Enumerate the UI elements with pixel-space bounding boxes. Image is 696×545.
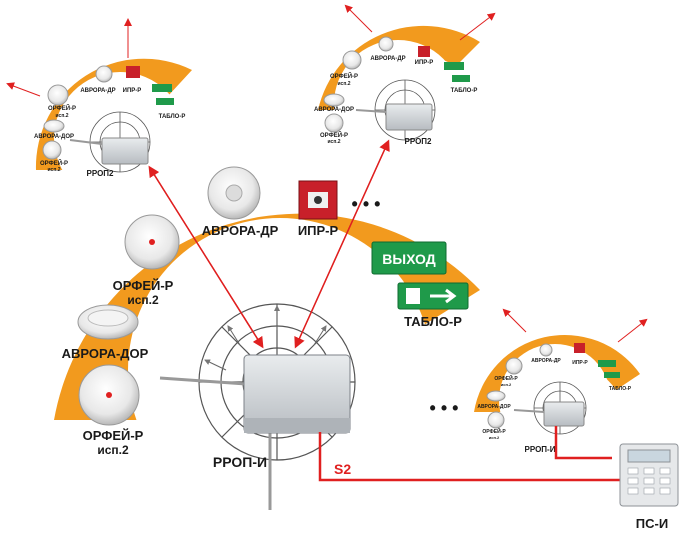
manual-call-point-ipr-r xyxy=(298,180,338,220)
label-orfey-r-bottom: ОРФЕЙ-Р xyxy=(83,428,144,443)
sub-small-label-orfey-r: ОРФЕЙ-Р xyxy=(494,374,518,382)
main-controller-device xyxy=(159,354,351,510)
sub-small-label-aurora-dr: АВРОРА-ДР xyxy=(531,358,561,364)
label-orfey-r-bottom-sub: исп.2 xyxy=(97,443,129,457)
panel-label: ПС-И xyxy=(636,516,668,531)
sub-left-controller: РРОП2 xyxy=(87,169,115,178)
sub-small-label-orfey-r-sub: исп.2 xyxy=(501,382,512,387)
exit-sign-text: ВЫХОД xyxy=(382,251,435,267)
sub-small-label-ipr-r: ИПР-Р xyxy=(572,360,588,366)
label-orfey-r-top: ОРФЕЙ-Р xyxy=(113,278,174,293)
label-main-controller: РРОП-И xyxy=(213,454,267,470)
sub-left-label-tablo-r: ТАБЛО-Р xyxy=(159,114,186,120)
sub-right-label-orfey-r-sub: исп.2 xyxy=(337,81,350,87)
smoke-detector-aurora-dr xyxy=(207,166,261,220)
label-tablo-r: ТАБЛО-Р xyxy=(404,314,462,329)
subsystem-left: АВРОРА-ДР ИПР-Р ОРФЕЙ-Р исп.2 АВРОРА-ДОР… xyxy=(6,18,192,204)
sub-left-label-aurora-dor: АВРОРА-ДОР xyxy=(34,134,74,140)
detector-orfey-r-top xyxy=(124,214,180,270)
sub-small-label-tablo-r: ТАБЛО-Р xyxy=(609,386,632,392)
tablo-r-sign xyxy=(397,282,469,310)
sub-right-label-aurora-dor: АВРОРА-ДОР xyxy=(314,107,354,113)
s2-wired-link: S2 xyxy=(318,426,622,482)
panel-ps-i: ПС-И xyxy=(619,443,679,531)
sub-small-label-orfey-r2: ОРФЕЙ-Р xyxy=(482,427,506,435)
sub-right-label-orfey-r2-sub: исп.2 xyxy=(327,139,340,145)
sub-right-label-tablo-r: ТАБЛО-Р xyxy=(451,88,478,94)
main-ellipsis: • • • xyxy=(352,194,381,214)
sub-left-label-aurora-dr: АВРОРА-ДР xyxy=(80,88,115,94)
radio-links xyxy=(148,139,390,349)
sub-left-label-orfey-r: ОРФЕЙ-Р xyxy=(48,104,76,112)
s2-label: S2 xyxy=(334,461,351,477)
sub-right-controller: РРОП2 xyxy=(405,137,433,146)
smoke-detector-aurora-dor xyxy=(77,304,139,340)
sub-left-label-orfey-r-sub: исп.2 xyxy=(55,113,68,119)
sub-small-controller: РРОП-И xyxy=(525,445,556,454)
main-system: ВЫХОД АВРОРА-ДР ИПР-Р • • • ОРФЕЙ-Р исп.… xyxy=(54,166,480,522)
sub-left-label-ipr-r: ИПР-Р xyxy=(123,88,142,94)
detector-orfey-r-bottom xyxy=(78,364,140,426)
ellipsis-between-systems: • • • xyxy=(430,398,459,418)
sub-right-label-ipr-r: ИПР-Р xyxy=(415,60,434,66)
sub-right-label-orfey-r: ОРФЕЙ-Р xyxy=(330,72,358,80)
subsystem-small: АВРОРА-ДР ИПР-Р ОРФЕЙ-Р исп.2 АВРОРА-ДОР… xyxy=(474,308,648,456)
label-aurora-dor: АВРОРА-ДОР xyxy=(62,346,149,361)
sub-left-label-orfey-r2: ОРФЕЙ-Р xyxy=(40,159,68,167)
sub-right-label-aurora-dr: АВРОРА-ДР xyxy=(370,56,405,62)
label-orfey-r-top-sub: исп.2 xyxy=(127,293,159,307)
sub-right-label-orfey-r2: ОРФЕЙ-Р xyxy=(320,131,348,139)
sub-small-label-aurora-dor: АВРОРА-ДОР xyxy=(477,404,511,410)
exit-sign: ВЫХОД xyxy=(371,241,447,275)
label-aurora-dr: АВРОРА-ДР xyxy=(202,223,279,238)
subsystem-right: АВРОРА-ДР ИПР-Р ОРФЕЙ-Р исп.2 АВРОРА-ДОР… xyxy=(314,4,496,168)
sub-left-label-orfey-r2-sub: исп.2 xyxy=(47,167,60,173)
sub-small-label-orfey-r2-sub: исп.2 xyxy=(489,435,500,440)
label-ipr-r: ИПР-Р xyxy=(298,223,339,238)
